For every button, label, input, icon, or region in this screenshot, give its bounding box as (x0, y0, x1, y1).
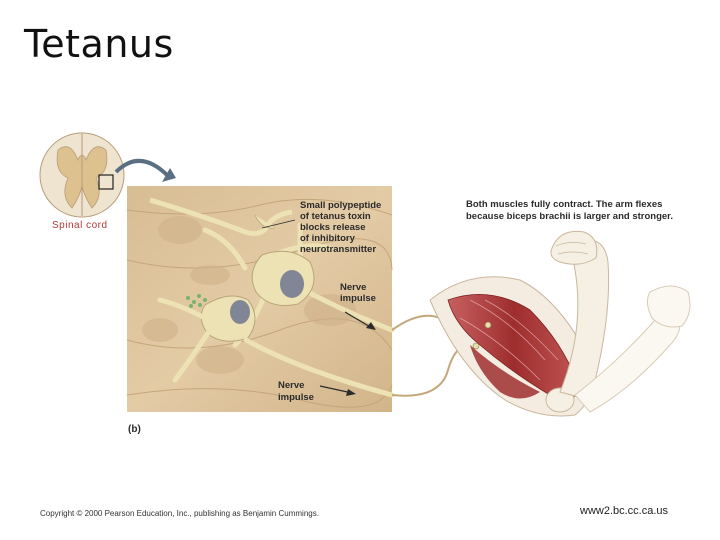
toxin-label-line-2: of tetanus toxin (300, 211, 371, 222)
toxin-label-line-5: neurotransmitter (300, 244, 376, 255)
magnified-panel (126, 186, 393, 412)
triceps-muscle (470, 345, 540, 399)
source-url: www2.bc.cc.ca.us (580, 505, 669, 517)
flexed-fist (550, 230, 598, 265)
impulse-arrow-upper (344, 311, 376, 330)
arm-illustration (429, 276, 594, 417)
toxin-label-line-3: blocks release (300, 222, 366, 233)
impulse-arrow-lower (319, 385, 356, 396)
neurotransmitter-vesicles (186, 294, 207, 308)
panel-label: (b) (128, 424, 141, 435)
copyright-notice: Copyright © 2000 Pearson Education, Inc.… (40, 509, 319, 518)
forearm-flexed (550, 230, 610, 401)
toxin-label-line-4: of inhibitory (300, 233, 356, 244)
muscles-label-line-1: Both muscles fully contract. The arm fle… (466, 199, 662, 210)
muscles-label-line-2: because biceps brachii is larger and str… (466, 211, 673, 222)
zoom-box (98, 174, 114, 190)
biceps-muscle (447, 294, 581, 400)
nerve-impulse-upper-line-1: Nerve (340, 282, 366, 293)
forearm-extended (574, 285, 691, 413)
spinal-cord-section (39, 132, 125, 218)
slide-title: Tetanus (24, 22, 174, 66)
nerve-impulse-upper-line-2: impulse (340, 293, 376, 304)
spinal-cord-label: Spinal cord (52, 220, 108, 231)
neurons (149, 197, 395, 398)
nerve-impulse-lower-line-2: impulse (278, 392, 314, 403)
nerve-impulse-lower-line-1: Nerve (278, 380, 304, 391)
zoom-arrowhead (162, 168, 176, 182)
zoom-arrow (114, 158, 170, 178)
toxin-label-line-1: Small polypeptide (300, 200, 381, 211)
toxin-pointer (261, 219, 296, 229)
extended-fist (646, 285, 691, 328)
